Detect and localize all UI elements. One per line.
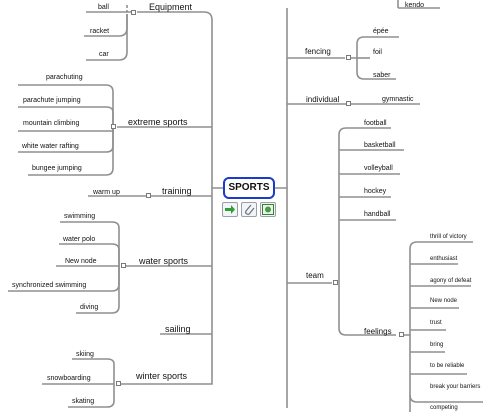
node-kendo[interactable]: kendo <box>405 2 425 9</box>
node-new-node-feelings[interactable]: New node <box>430 298 458 304</box>
node-water-sports[interactable]: water sports <box>139 256 189 266</box>
node-fencing[interactable]: fencing <box>305 47 331 56</box>
node-equipment[interactable]: Equipment <box>149 2 193 12</box>
branch-knob[interactable] <box>333 280 338 285</box>
node-trust[interactable]: trust <box>430 320 442 326</box>
branch-knob[interactable] <box>111 124 116 129</box>
branch-knob[interactable] <box>346 55 351 60</box>
node-ball[interactable]: ball <box>98 4 109 11</box>
node-extreme-sports[interactable]: extreme sports <box>128 117 188 127</box>
node-water-polo[interactable]: water polo <box>63 236 96 243</box>
branch-knob[interactable] <box>121 263 126 268</box>
node-diving[interactable]: diving <box>80 304 99 311</box>
node-volleyball[interactable]: volleyball <box>364 165 393 172</box>
node-parachuting[interactable]: parachuting <box>46 74 83 81</box>
branch-knob[interactable] <box>131 10 136 15</box>
node-snowboarding[interactable]: snowboarding <box>47 375 91 382</box>
node-skating[interactable]: skating <box>72 398 95 405</box>
node-feelings[interactable]: feelings <box>364 327 392 336</box>
node-hockey[interactable]: hockey <box>364 188 387 195</box>
node-football[interactable]: football <box>364 120 387 127</box>
image-icon[interactable] <box>260 202 276 217</box>
node-team[interactable]: team <box>306 271 324 280</box>
node-warm-up[interactable]: warm up <box>93 189 120 196</box>
branch-knob[interactable] <box>116 381 121 386</box>
node-foil[interactable]: foil <box>373 49 382 56</box>
paperclip-icon[interactable] <box>241 202 257 217</box>
node-agony-of-defeat[interactable]: agony of defeat <box>430 278 472 284</box>
node-basketball[interactable]: basketball <box>364 142 396 149</box>
node-competing[interactable]: competing <box>430 405 458 411</box>
branch-knob[interactable] <box>346 101 351 106</box>
node-training[interactable]: training <box>162 186 192 196</box>
node-mountain-climbing[interactable]: mountain climbing <box>23 120 80 127</box>
node-winter-sports[interactable]: winter sports <box>136 371 188 381</box>
node-white-water-rafting[interactable]: white water rafting <box>22 143 79 150</box>
green-arrow-icon[interactable] <box>222 202 238 217</box>
node-saber[interactable]: saber <box>373 72 391 79</box>
node-enthusiast[interactable]: enthusiast <box>430 256 458 262</box>
branch-knob[interactable] <box>146 193 151 198</box>
node-individual[interactable]: individual <box>306 95 340 104</box>
node-sailing[interactable]: sailing <box>165 324 191 334</box>
node-to-be-reliable[interactable]: to be reliable <box>430 363 465 369</box>
node-swimming[interactable]: swimming <box>64 213 96 220</box>
node-parachute-jumping[interactable]: parachute jumping <box>23 97 81 104</box>
node-handball[interactable]: handball <box>364 211 391 218</box>
root-node[interactable]: SPORTS <box>223 177 275 199</box>
node-racket[interactable]: racket <box>90 28 110 35</box>
node-break-your-barriers[interactable]: break your barriers <box>430 384 481 390</box>
node-epee[interactable]: épée <box>373 28 389 35</box>
node-bungee-jumping[interactable]: bungee jumping <box>32 165 82 172</box>
node-thrill-of-victory[interactable]: thrill of victory <box>430 234 467 240</box>
node-gymnastic[interactable]: gymnastic <box>382 96 414 103</box>
node-car[interactable]: car <box>99 51 109 58</box>
node-bring[interactable]: bring <box>430 342 444 348</box>
node-synchronized-swimming[interactable]: synchronized swimming <box>12 282 87 289</box>
branch-knob[interactable] <box>399 332 404 337</box>
node-new-node-water[interactable]: New node <box>65 258 97 265</box>
node-skiing[interactable]: skiing <box>76 351 94 358</box>
